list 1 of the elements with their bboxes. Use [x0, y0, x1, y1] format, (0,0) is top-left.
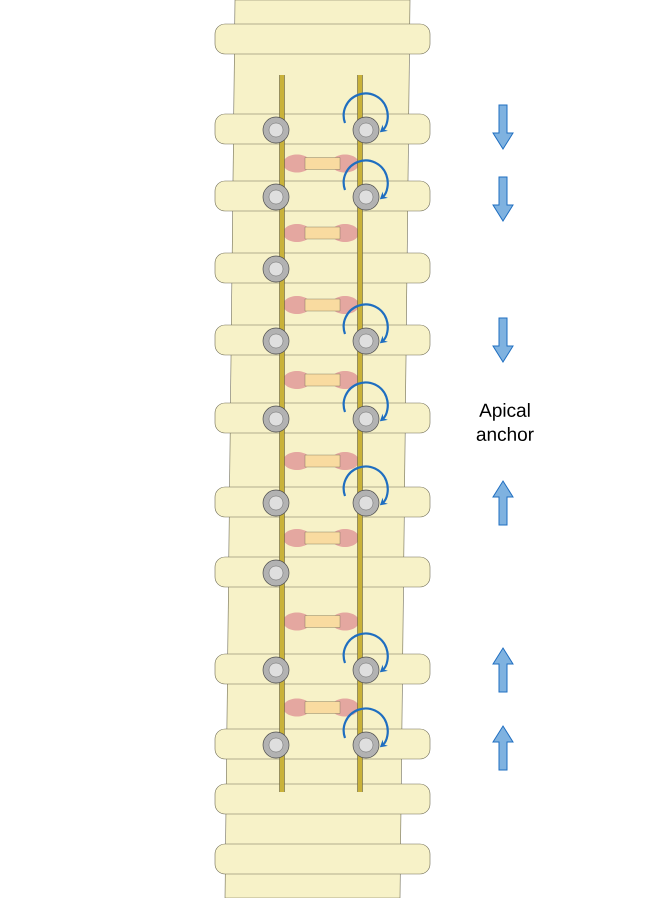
label: Apical anchor [476, 403, 534, 441]
